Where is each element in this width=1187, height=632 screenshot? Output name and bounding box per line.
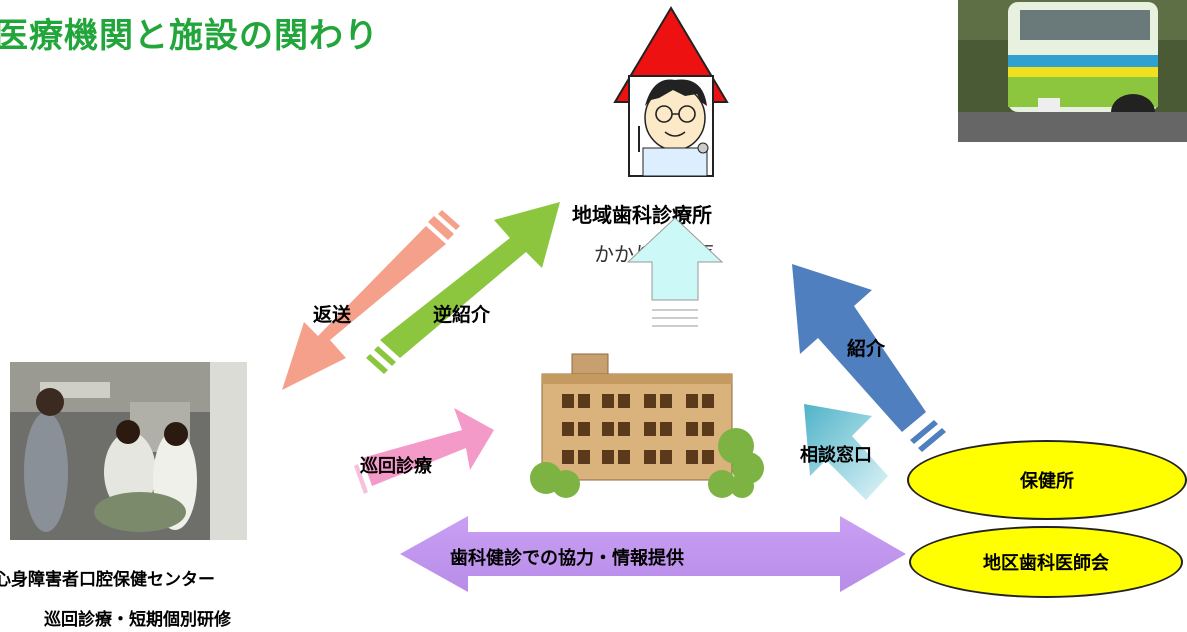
- clinic-name: 地域歯科診療所: [572, 203, 712, 227]
- center-activities: 巡回診療・短期個別研修: [44, 610, 231, 630]
- health-center-node[interactable]: 保健所: [907, 440, 1187, 520]
- consultation-label: 相談窓口: [800, 445, 872, 466]
- referral-label: 紹介: [847, 338, 886, 360]
- return-label: 返送: [313, 304, 352, 326]
- diagram-title: 医療機関と施設の関わり: [0, 16, 379, 56]
- center-name: 心身障害者口腔保健センター: [0, 570, 215, 590]
- visiting-care-arrow: [354, 408, 494, 494]
- cooperation-arrow: [400, 516, 906, 592]
- consultation-arrow: [804, 404, 888, 500]
- bus-photo: [958, 0, 1187, 142]
- referral-arrow: [792, 264, 946, 452]
- center-photo: [10, 362, 247, 540]
- reverse-referral-label: 逆紹介: [433, 304, 491, 326]
- dental-association-label: 地区歯科医師会: [983, 553, 1109, 574]
- clinic-up-arrow: [626, 217, 724, 327]
- reverse-referral-arrow: [366, 202, 560, 374]
- cooperation-label: 歯科健診での協力・情報提供: [450, 548, 684, 569]
- clinic-house-icon: [613, 6, 729, 180]
- dental-association-node[interactable]: 地区歯科医師会: [909, 526, 1183, 598]
- return-arrow: [282, 210, 460, 390]
- visiting-care-label: 巡回診療: [360, 456, 432, 477]
- health-center-label: 保健所: [1020, 471, 1074, 492]
- facility-building-icon: [526, 350, 764, 498]
